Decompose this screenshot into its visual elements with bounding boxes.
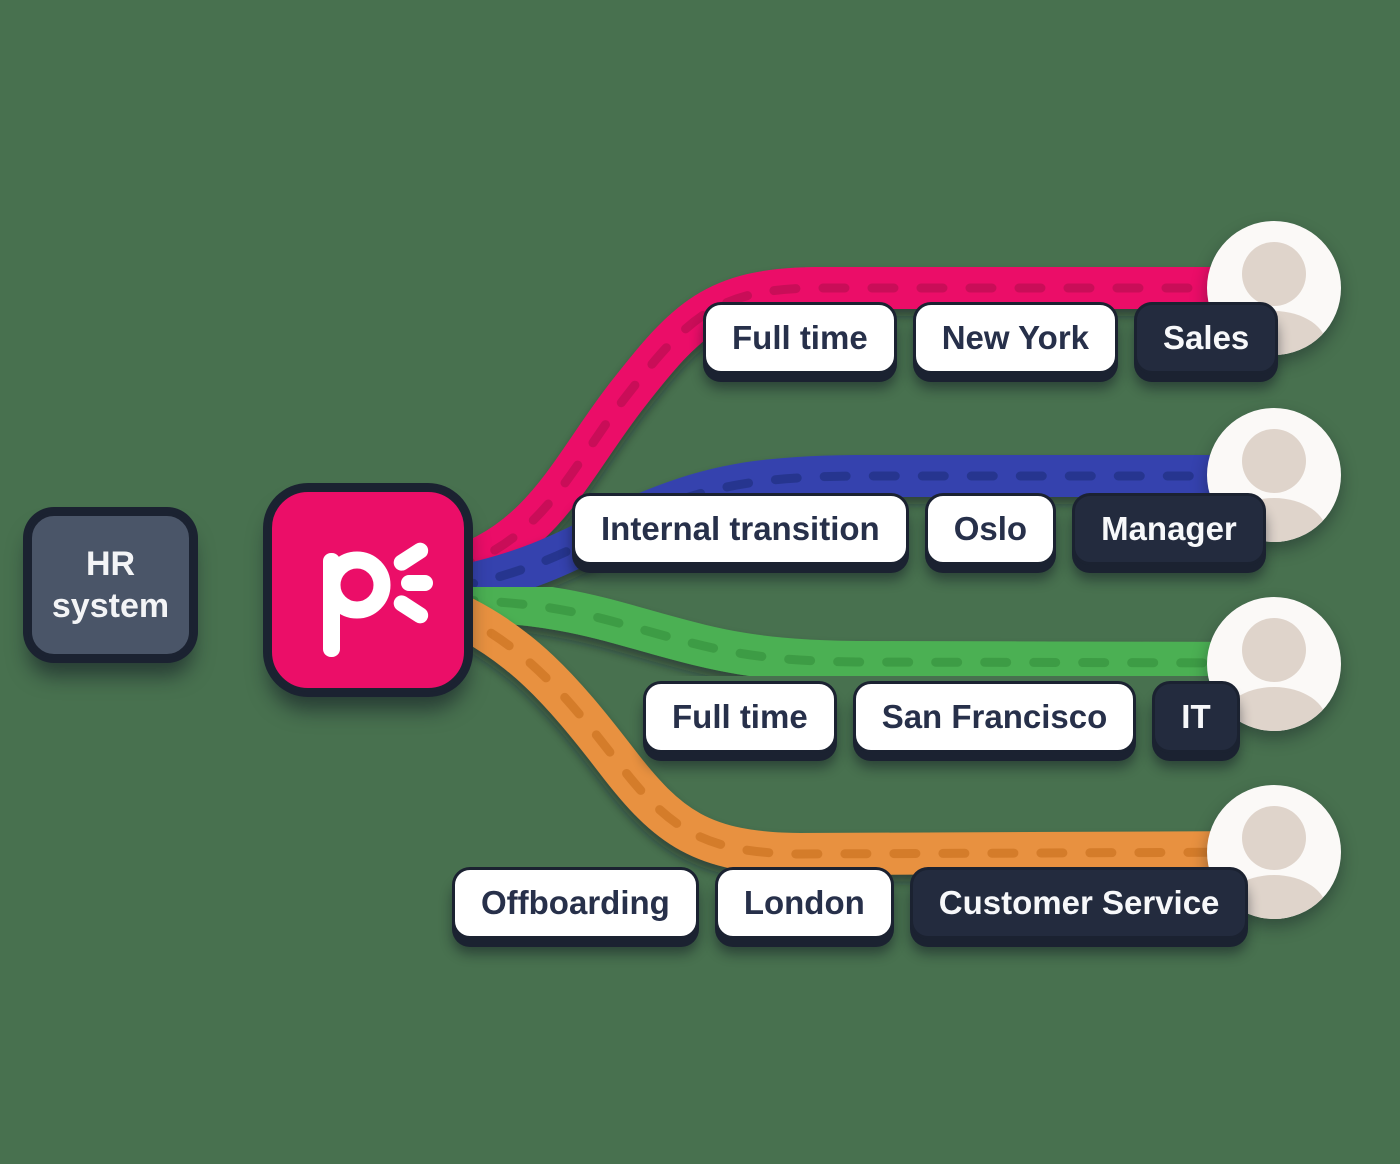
avatar-head-silhouette <box>1242 618 1306 682</box>
tag-badge: New York <box>912 302 1119 374</box>
tag-badge: London <box>714 867 894 939</box>
tag-badge-department: IT <box>1152 681 1240 753</box>
branch-line-it <box>431 579 1295 684</box>
tag-badge: Internal transition <box>572 493 909 565</box>
tag-badge-department: Customer Service <box>909 867 1249 939</box>
branch-line-customer-service <box>427 589 1295 876</box>
hr-system-box: HR system <box>28 512 193 658</box>
tag-row-sales: Full time New York Sales <box>703 302 1279 374</box>
tag-badge-department: Manager <box>1072 493 1266 565</box>
tag-row-manager: Internal transition Oslo Manager <box>572 493 1266 565</box>
avatar-head-silhouette <box>1242 806 1306 870</box>
tag-badge-department: Sales <box>1134 302 1279 374</box>
tag-badge: Full time <box>703 302 897 374</box>
employee-avatar <box>1207 785 1341 919</box>
avatar-head-silhouette <box>1242 242 1306 306</box>
personio-logo-icon <box>323 542 433 657</box>
tag-badge: Offboarding <box>452 867 699 939</box>
tag-badge: Oslo <box>924 493 1057 565</box>
hr-system-label: HR system <box>51 544 170 626</box>
personio-hub <box>268 488 468 692</box>
branch-line-sales <box>429 267 1295 591</box>
avatar-head-silhouette <box>1242 429 1306 493</box>
tag-badge: San Francisco <box>852 681 1137 753</box>
tag-badge: Full time <box>643 681 837 753</box>
tag-row-it: Full time San Francisco IT <box>643 681 1240 753</box>
tag-row-customer-service: Offboarding London Customer Service <box>452 867 1249 939</box>
